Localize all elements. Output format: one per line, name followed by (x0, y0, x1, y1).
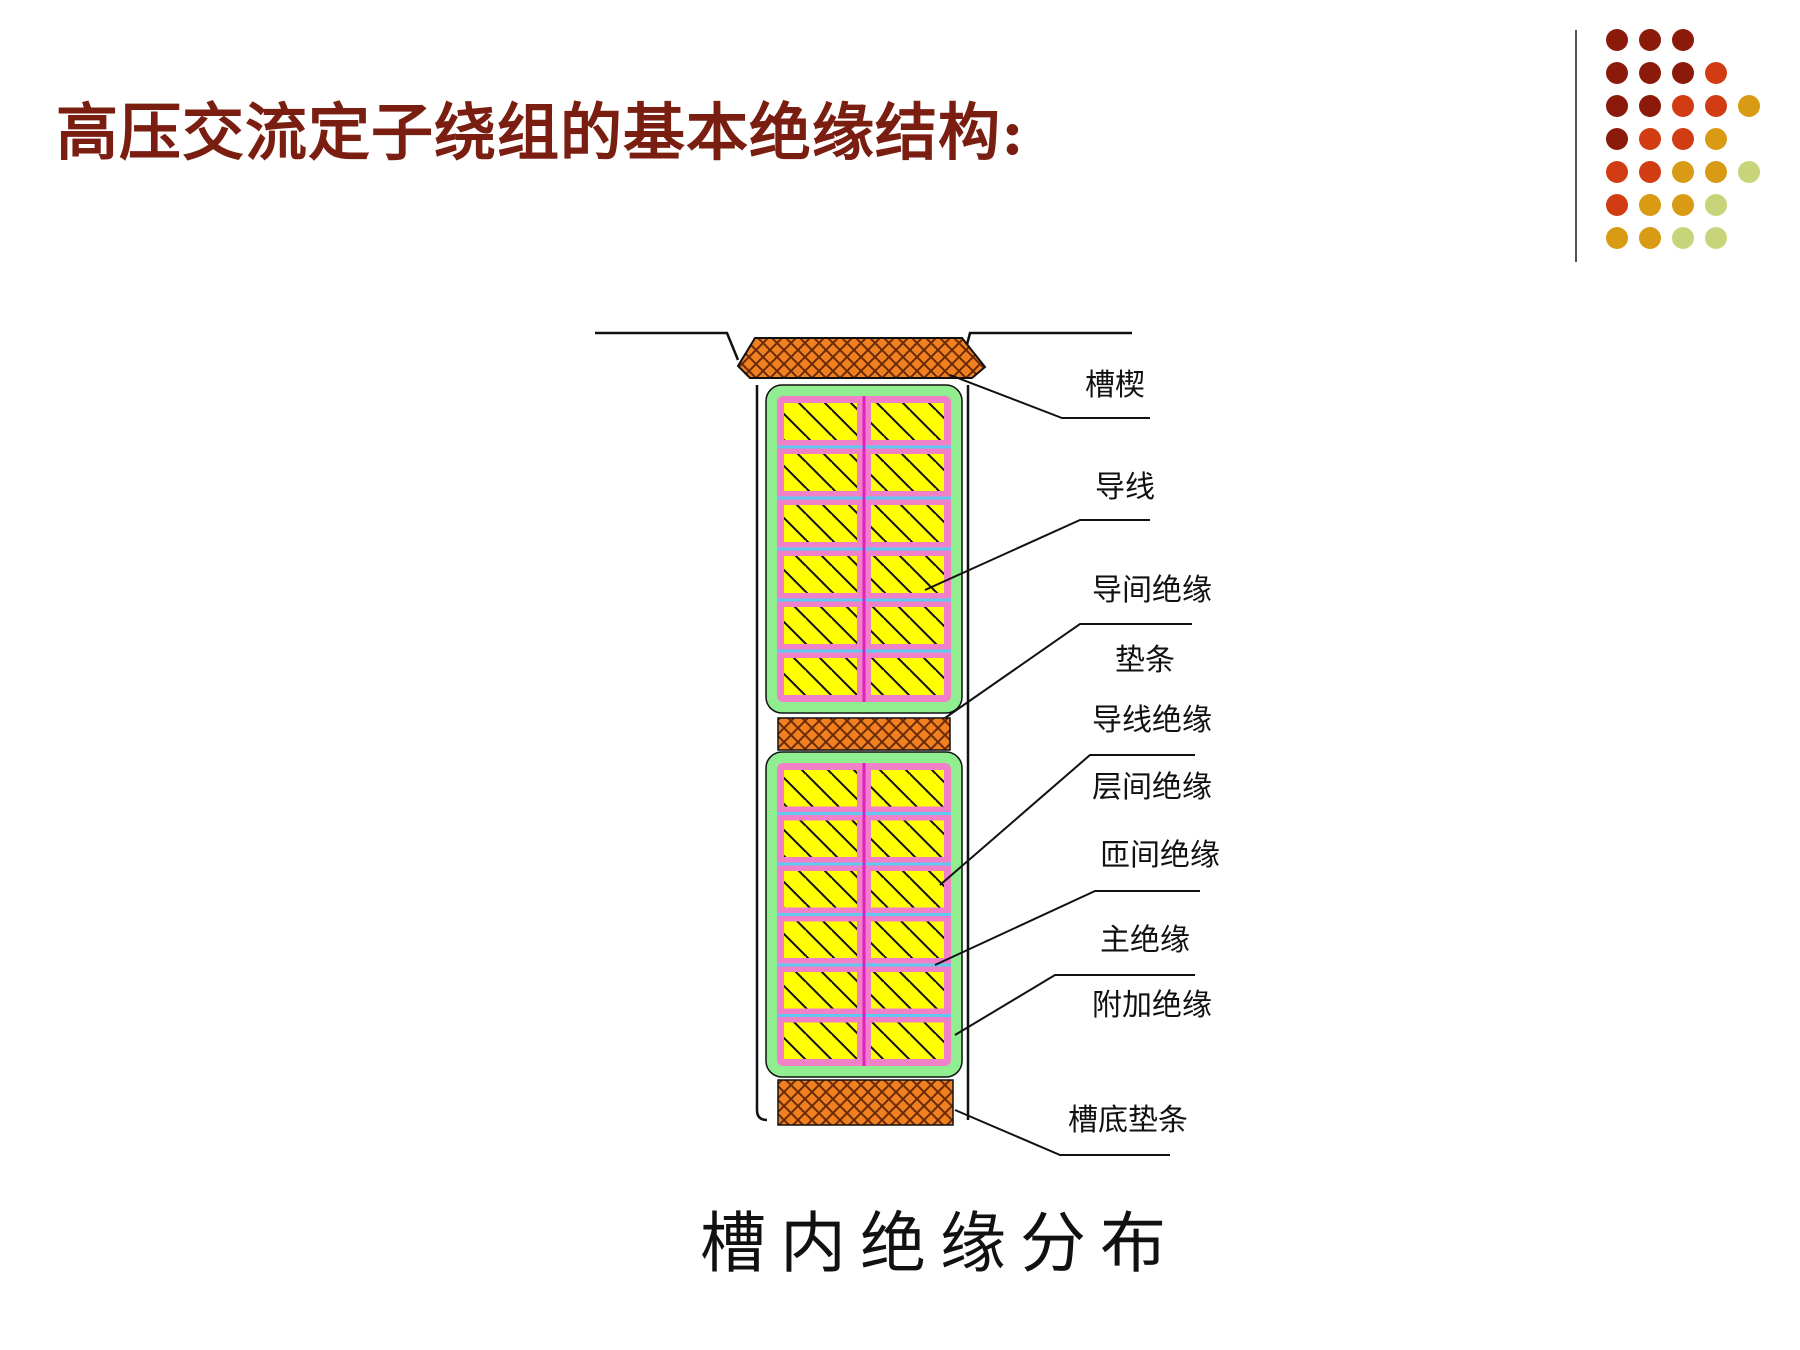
decorative-dot (1639, 161, 1661, 183)
decorative-dot (1672, 128, 1694, 150)
decorative-dot (1672, 194, 1694, 216)
decorative-dot (1705, 95, 1727, 117)
conductor-strand (871, 921, 944, 958)
decorative-dot (1639, 29, 1661, 51)
conductor-strand (784, 658, 857, 695)
decorative-dot (1705, 194, 1727, 216)
decorative-dot (1639, 128, 1661, 150)
decorative-dot (1639, 95, 1661, 117)
decorative-dot (1606, 128, 1628, 150)
decorative-dot (1672, 95, 1694, 117)
label-protective-insulation: 附加绝缘 (1092, 988, 1212, 1023)
slot-wedge (736, 337, 987, 379)
conductor-strand (871, 871, 944, 908)
label-strand-insulation: 导间绝缘 (1092, 573, 1212, 608)
conductor-strand (871, 820, 944, 857)
leader-conductor (924, 519, 1150, 591)
leader-interlayer (939, 754, 1195, 886)
decorative-dot (1738, 161, 1760, 183)
label-interlayer-insulation: 层间绝缘 (1092, 770, 1212, 805)
slot-bottom-spacer (777, 1079, 954, 1126)
label-slot-bottom-spacer: 槽底垫条 (1068, 1103, 1188, 1138)
conductor-strand (871, 454, 944, 491)
label-conductor: 导线 (1095, 470, 1155, 505)
label-wedge: 槽楔 (1085, 368, 1145, 403)
conductor-strand (784, 556, 857, 593)
decorative-dot (1738, 95, 1760, 117)
decorative-dot (1672, 62, 1694, 84)
decorative-dot (1672, 227, 1694, 249)
decorative-dot (1705, 62, 1727, 84)
leader-main (934, 890, 1200, 966)
label-conductor-insulation: 导线绝缘 (1092, 703, 1212, 738)
label-turn-insulation: 匝间绝缘 (1100, 838, 1220, 873)
decorative-dot-grid (1606, 29, 1760, 249)
leader-wedge (949, 374, 1150, 419)
leader-protective (954, 974, 1195, 1036)
decorative-dot (1672, 161, 1694, 183)
conductor-strand (784, 871, 857, 908)
interlayer-spacer (777, 717, 951, 751)
decorative-dot (1606, 62, 1628, 84)
decorative-dot (1639, 194, 1661, 216)
slide-title: 高压交流定子绕组的基本绝缘结构: (56, 96, 1025, 169)
slot-wall-left (755, 385, 768, 1122)
conductor-strand (871, 658, 944, 695)
conductor-strand (871, 770, 944, 807)
decorative-dot (1606, 29, 1628, 51)
decorative-dot (1606, 95, 1628, 117)
conductor-strand (784, 770, 857, 807)
decorative-divider (1575, 30, 1577, 262)
decorative-dot (1705, 227, 1727, 249)
decorative-dot (1639, 227, 1661, 249)
conductor-strand (784, 505, 857, 542)
conductor-strand (871, 505, 944, 542)
leader-strand-insulation (944, 623, 1192, 719)
decorative-dot (1606, 227, 1628, 249)
conductor-strand (784, 1022, 857, 1059)
conductor-strand (784, 820, 857, 857)
leader-bottom (954, 1109, 1170, 1156)
diagram-caption: 槽内绝缘分布 (700, 1205, 1180, 1282)
conductor-strand (784, 454, 857, 491)
conductor-strand (784, 403, 857, 440)
conductor-strand (871, 607, 944, 644)
decorative-dot (1705, 161, 1727, 183)
conductor-strand (871, 972, 944, 1009)
label-spacer: 垫条 (1115, 643, 1175, 678)
decorative-dot (1705, 128, 1727, 150)
conductor-strand (871, 403, 944, 440)
decorative-dot (1606, 161, 1628, 183)
conductor-strand (784, 972, 857, 1009)
label-main-insulation: 主绝缘 (1100, 923, 1190, 958)
conductor-strand (784, 607, 857, 644)
conductor-strand (784, 921, 857, 958)
decorative-dot (1606, 194, 1628, 216)
decorative-dot (1639, 62, 1661, 84)
decorative-dot (1672, 29, 1694, 51)
conductor-strand (871, 1022, 944, 1059)
